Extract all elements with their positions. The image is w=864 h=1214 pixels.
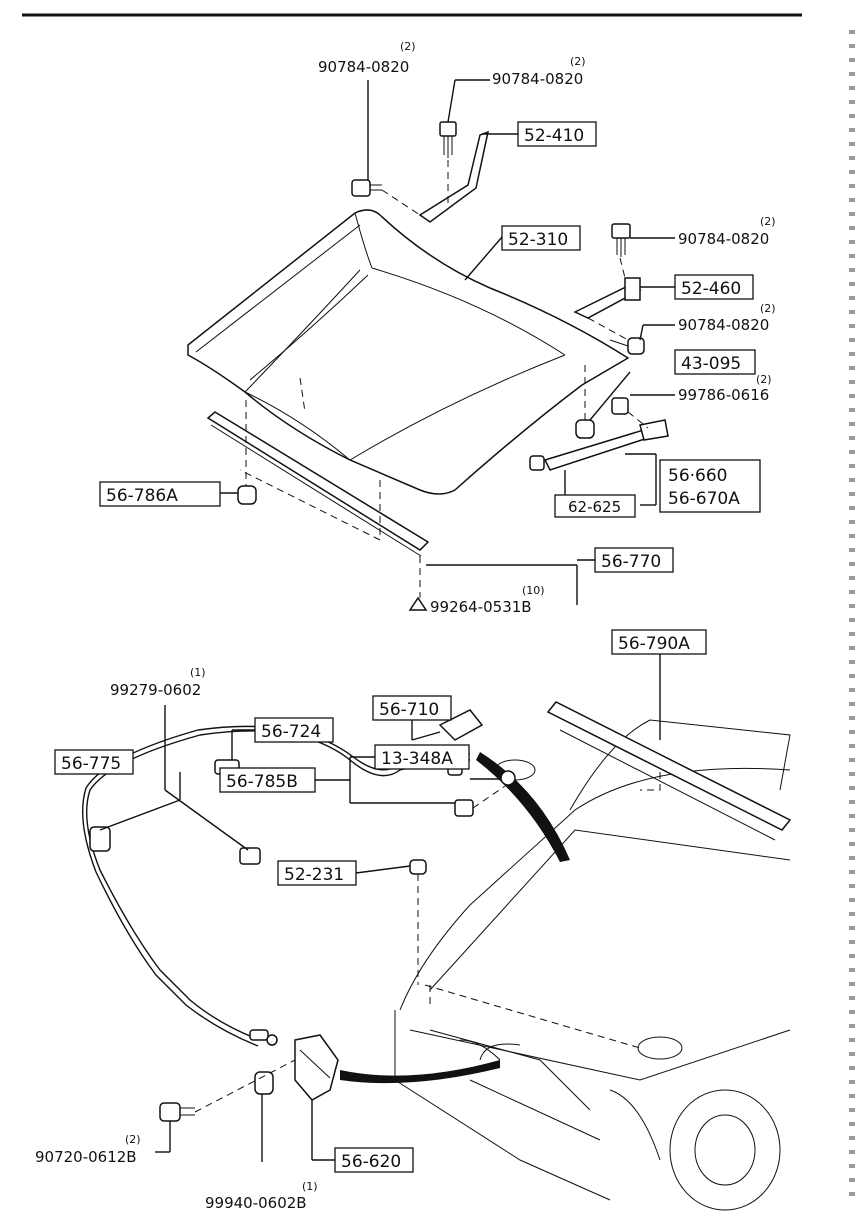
seal-clip-drawing xyxy=(408,556,428,611)
latch-bolt-label: 90720-0612B xyxy=(35,1148,137,1166)
vehicle-front-drawing xyxy=(394,719,791,1211)
cable-clamp-label: 56-724 xyxy=(261,722,321,742)
hinge-bolt-right-label: 90784-0820 xyxy=(492,70,583,88)
stay-clip-label: 99786-0616 xyxy=(678,386,769,404)
latch-bolt-qty: (2) xyxy=(125,1133,141,1146)
latch-nut-label: 99940-0602B xyxy=(205,1194,307,1212)
hood-panel-drawing xyxy=(187,209,630,495)
hinge-bolt-left-qty: (2) xyxy=(400,40,416,53)
hinge-drawing xyxy=(351,121,490,223)
cable-clip-part-qty: (1) xyxy=(190,666,206,679)
stopper-assembly-label: 56-785B xyxy=(226,772,298,792)
stay-grommet-label: 62-625 xyxy=(568,498,621,516)
weatherstrip-label: 56-790A xyxy=(618,634,690,654)
hood-panel-label: 52-310 xyxy=(508,230,568,250)
hood-latch-label: 56-620 xyxy=(341,1152,401,1172)
weatherstrip-drawing xyxy=(546,701,792,841)
hinge-bolt-right-qty: (2) xyxy=(570,55,586,68)
stay-bolt-upper-label: 90784-0820 xyxy=(678,230,769,248)
stopper-grommet-label: 13-348A xyxy=(381,749,453,769)
cable-route-arrow xyxy=(476,752,570,862)
latch-leader-lines xyxy=(99,650,661,1162)
latch-striker-label: 52-231 xyxy=(284,865,344,885)
latch-route-arrow xyxy=(340,1060,500,1084)
hinge-bolt-left-label: 90784-0820 xyxy=(318,58,409,76)
latch-nut-qty: (1) xyxy=(302,1180,318,1193)
hood-hinge-label: 52-410 xyxy=(524,126,584,146)
hood-cushion-label: 56-786A xyxy=(106,486,178,506)
stay-bracket-drawing xyxy=(573,223,645,355)
cushion-drawing xyxy=(237,377,381,541)
cable-holder-label: 56-775 xyxy=(61,754,121,774)
seal-clip-label: 99264-0531B xyxy=(430,598,532,616)
stay-bracket-label: 52-460 xyxy=(681,279,741,299)
hood-stay-drawing xyxy=(529,365,669,471)
hood-seal-drawing xyxy=(206,411,430,557)
stay-clip-qty: (2) xyxy=(756,373,772,386)
cable-clips-drawing xyxy=(89,759,516,865)
hood-leader-lines xyxy=(220,79,675,605)
release-cable-label: 56-710 xyxy=(379,700,439,720)
cable-clip-part-label: 99279-0602 xyxy=(110,681,201,699)
latch-parts-drawing xyxy=(159,859,431,1122)
stay-rod-a-label: 56·660 xyxy=(668,466,727,486)
stay-rod-b-label: 56-670A xyxy=(668,489,740,509)
seal-clip-qty: (10) xyxy=(522,584,545,597)
stay-bolt-upper-qty: (2) xyxy=(760,215,776,228)
hood-bumper-label: 43-095 xyxy=(681,354,741,374)
stay-bolt-lower-label: 90784-0820 xyxy=(678,316,769,334)
stay-bolt-lower-qty: (2) xyxy=(760,302,776,315)
hood-seal-label: 56-770 xyxy=(601,552,661,572)
